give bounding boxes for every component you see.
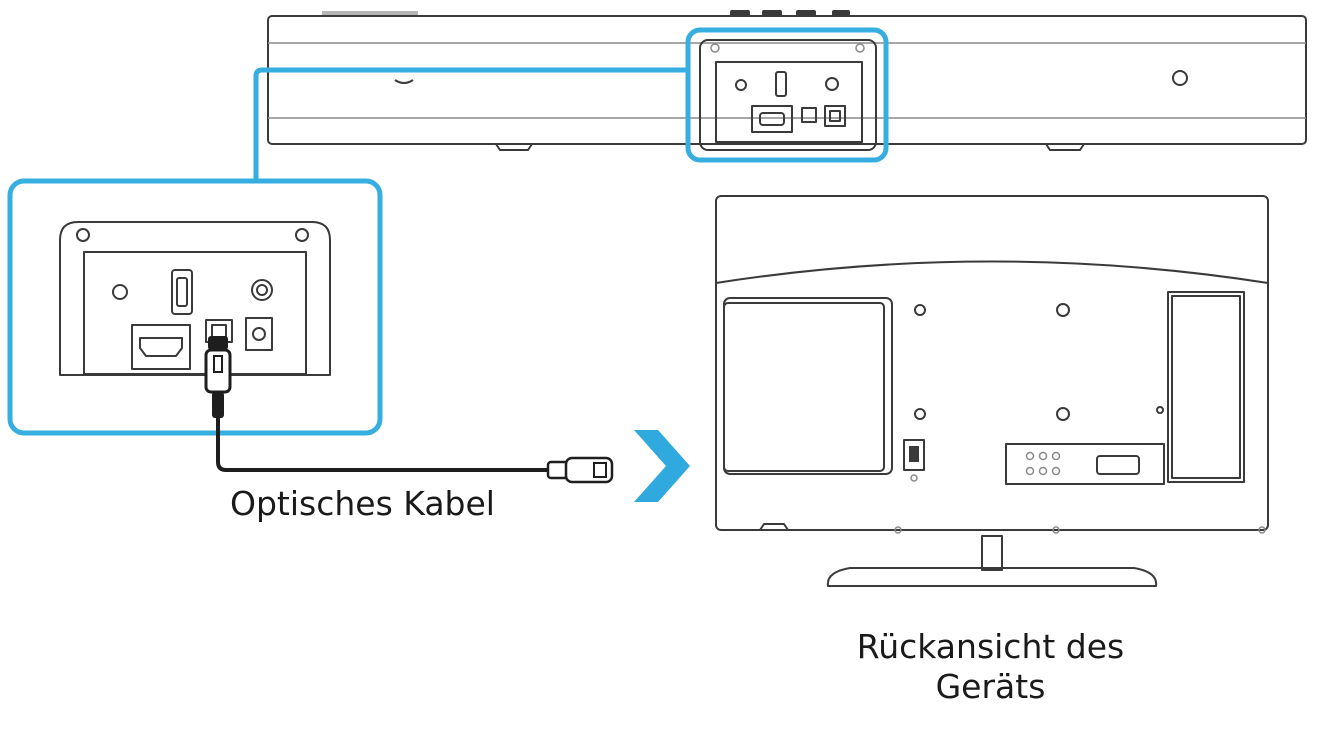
chevron-right-icon <box>634 430 690 502</box>
usb-port-icon <box>171 269 193 315</box>
tv-av-panel <box>1005 443 1165 485</box>
coax-port-icon <box>245 317 273 351</box>
highlight-callout <box>7 27 889 436</box>
soundbar-port-highlight <box>685 27 889 163</box>
soundbar <box>267 10 1307 151</box>
port-hole-1 <box>112 284 128 300</box>
tv-back-view <box>715 195 1269 587</box>
callout-connector-line <box>253 67 688 181</box>
port-panel-zoom <box>59 221 331 418</box>
tv-optical-port-icon <box>903 439 925 471</box>
device-back-label: Rückansicht des Geräts <box>856 627 1125 706</box>
port-zoom-highlight <box>7 178 383 436</box>
port-hole-2 <box>251 279 273 301</box>
optical-cable <box>216 418 614 484</box>
cable-label: Optisches Kabel <box>230 484 495 523</box>
hdmi-port-icon <box>131 324 191 370</box>
